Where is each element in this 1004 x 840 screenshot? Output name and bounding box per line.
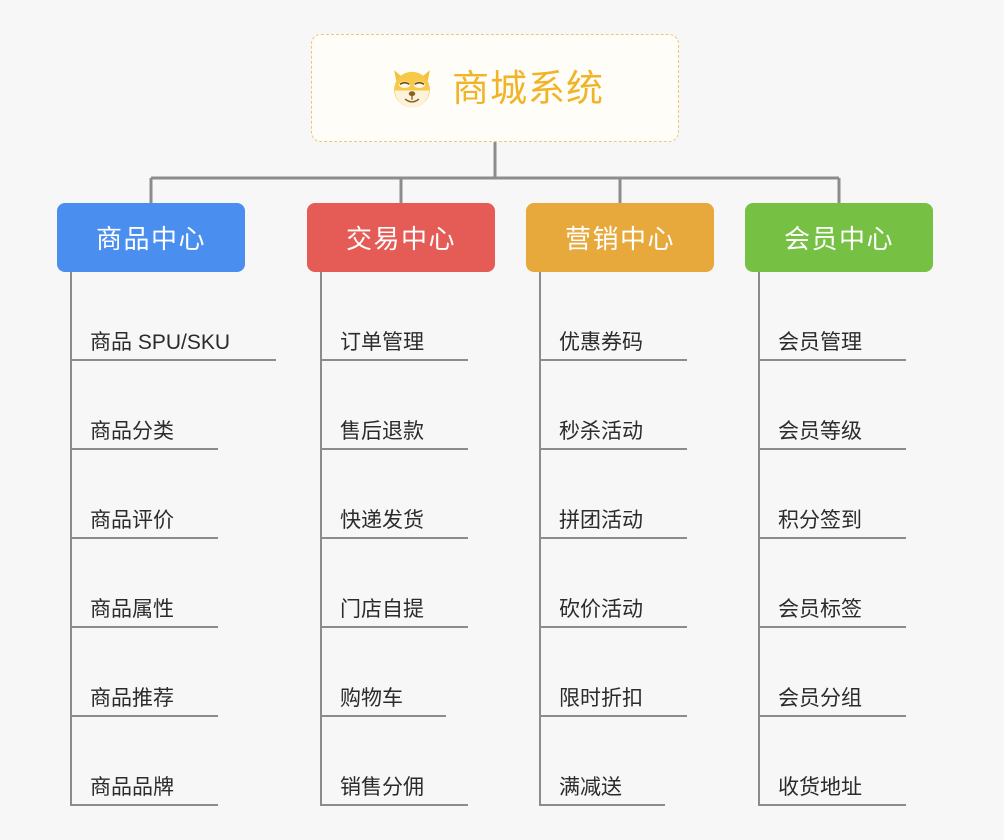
leaf-node[interactable]: 售后退款	[307, 361, 495, 450]
leaf-node[interactable]: 积分签到	[745, 450, 933, 539]
branch-header-label: 交易中心	[345, 224, 456, 254]
leaf-label: 商品推荐	[90, 686, 174, 710]
leaf-node[interactable]: 商品属性	[57, 539, 245, 628]
leaf-node[interactable]: 优惠券码	[526, 272, 714, 361]
leaf-underline	[758, 804, 906, 806]
leaf-label: 商品 SPU/SKU	[90, 330, 231, 354]
branch-column: 会员中心会员管理会员等级积分签到会员标签会员分组收货地址	[745, 203, 933, 806]
leaf-node[interactable]: 会员分组	[745, 628, 933, 717]
leaf-label: 销售分佣	[340, 775, 424, 799]
branch-header-1[interactable]: 商品中心	[57, 203, 245, 272]
leaf-label: 门店自提	[340, 597, 424, 621]
leaf-underline	[758, 715, 906, 717]
leaf-label: 满减送	[559, 775, 622, 799]
branch-header-3[interactable]: 营销中心	[526, 203, 714, 272]
leaf-underline	[70, 715, 218, 717]
leaf-underline	[320, 537, 468, 539]
leaf-underline	[320, 626, 468, 628]
branch-trunk-line	[758, 272, 760, 806]
branch-header-label: 商品中心	[95, 224, 206, 254]
leaf-underline	[758, 626, 906, 628]
leaf-node[interactable]: 商品 SPU/SKU	[57, 272, 276, 361]
branch-column: 交易中心订单管理售后退款快递发货门店自提购物车销售分佣	[307, 203, 495, 806]
leaf-underline	[758, 537, 906, 539]
leaf-label: 收货地址	[778, 775, 862, 799]
leaf-underline	[539, 359, 687, 361]
root-title: 商城系统	[452, 67, 604, 109]
leaf-node[interactable]: 门店自提	[307, 539, 495, 628]
leaf-label: 拼团活动	[559, 508, 643, 532]
leaf-label: 商品评价	[90, 508, 174, 532]
branch-header-4[interactable]: 会员中心	[745, 203, 933, 272]
leaf-underline	[70, 537, 218, 539]
leaf-underline	[320, 359, 468, 361]
branch-column: 商品中心商品 SPU/SKU 商品分类商品评价商品属性商品推荐商品品牌	[57, 203, 276, 806]
leaf-label: 积分签到	[778, 508, 862, 532]
leaf-label: 会员标签	[778, 597, 862, 621]
leaf-underline	[70, 626, 218, 628]
leaf-underline	[539, 448, 687, 450]
leaf-label: 快递发货	[340, 508, 424, 532]
leaf-node[interactable]: 商品评价	[57, 450, 245, 539]
leaf-list: 会员管理会员等级积分签到会员标签会员分组收货地址	[745, 272, 933, 806]
leaf-label: 会员等级	[778, 419, 862, 443]
leaf-node[interactable]: 满减送	[526, 717, 714, 806]
leaf-label: 订单管理	[340, 330, 424, 354]
leaf-label: 购物车	[340, 686, 403, 710]
leaf-node[interactable]: 商品品牌	[57, 717, 245, 806]
leaf-list: 订单管理售后退款快递发货门店自提购物车销售分佣	[307, 272, 495, 806]
branch-header-label: 会员中心	[783, 224, 894, 254]
shiba-dog-face-icon	[394, 70, 430, 110]
leaf-node[interactable]: 订单管理	[307, 272, 495, 361]
leaf-underline	[758, 359, 906, 361]
leaf-underline	[70, 804, 218, 806]
leaf-label: 售后退款	[340, 419, 424, 443]
leaf-node[interactable]: 快递发货	[307, 450, 495, 539]
leaf-node[interactable]: 砍价活动	[526, 539, 714, 628]
branch-trunk-line	[320, 272, 322, 806]
leaf-node[interactable]: 会员等级	[745, 361, 933, 450]
branch-header-label: 营销中心	[564, 224, 675, 254]
leaf-label: 会员管理	[778, 330, 862, 354]
leaf-underline	[539, 804, 665, 806]
leaf-node[interactable]: 限时折扣	[526, 628, 714, 717]
leaf-node[interactable]: 会员标签	[745, 539, 933, 628]
root-node[interactable]: 商城系统	[311, 34, 679, 142]
leaf-underline	[70, 448, 218, 450]
leaf-node[interactable]: 商品推荐	[57, 628, 245, 717]
leaf-underline	[320, 804, 468, 806]
leaf-underline	[70, 359, 276, 361]
leaf-label: 商品分类	[90, 419, 174, 443]
leaf-label: 会员分组	[778, 686, 862, 710]
leaf-underline	[758, 448, 906, 450]
leaf-underline	[539, 626, 687, 628]
leaf-label: 砍价活动	[559, 597, 643, 621]
leaf-list: 优惠券码秒杀活动拼团活动砍价活动限时折扣满减送	[526, 272, 714, 806]
leaf-underline	[539, 537, 687, 539]
leaf-node[interactable]: 会员管理	[745, 272, 933, 361]
leaf-underline	[539, 715, 687, 717]
leaf-label: 商品属性	[90, 597, 174, 621]
branch-trunk-line	[70, 272, 72, 806]
leaf-node[interactable]: 商品分类	[57, 361, 245, 450]
leaf-label: 秒杀活动	[559, 419, 643, 443]
leaf-list: 商品 SPU/SKU 商品分类商品评价商品属性商品推荐商品品牌	[57, 272, 276, 806]
leaf-label: 限时折扣	[559, 686, 643, 710]
branch-trunk-line	[539, 272, 541, 806]
leaf-node[interactable]: 销售分佣	[307, 717, 495, 806]
leaf-label: 商品品牌	[90, 775, 174, 799]
leaf-node[interactable]: 收货地址	[745, 717, 933, 806]
leaf-node[interactable]: 拼团活动	[526, 450, 714, 539]
leaf-node[interactable]: 购物车	[307, 628, 495, 717]
leaf-node[interactable]: 秒杀活动	[526, 361, 714, 450]
leaf-label: 优惠券码	[559, 330, 643, 354]
leaf-underline	[320, 448, 468, 450]
branch-column: 营销中心优惠券码秒杀活动拼团活动砍价活动限时折扣满减送	[526, 203, 714, 806]
branch-header-2[interactable]: 交易中心	[307, 203, 495, 272]
leaf-underline	[320, 715, 446, 717]
